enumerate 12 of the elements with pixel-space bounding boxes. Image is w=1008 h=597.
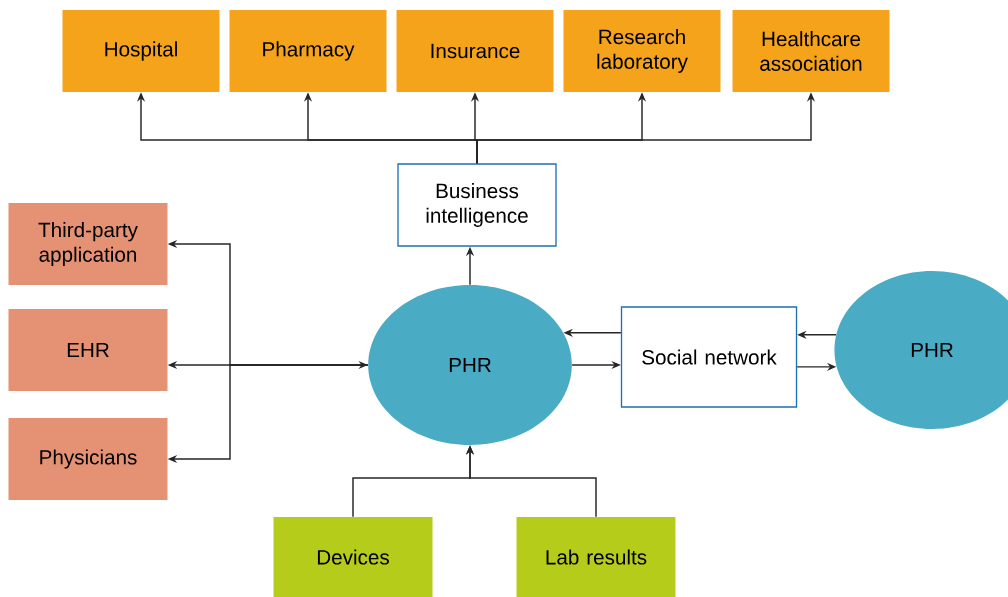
service-box: Third-party application bbox=[8, 203, 168, 285]
service-box: EHR bbox=[8, 309, 168, 391]
data-source-box: Lab results bbox=[516, 517, 676, 597]
stakeholder-box: Research laboratory bbox=[563, 10, 721, 92]
process-box: Social network bbox=[620, 306, 798, 408]
stakeholder-box: Pharmacy bbox=[229, 10, 387, 92]
process-box: Business intelligence bbox=[397, 163, 557, 247]
stakeholder-box: Insurance bbox=[396, 10, 554, 92]
stakeholder-box: Hospital bbox=[62, 10, 220, 92]
service-box: Physicians bbox=[8, 418, 168, 500]
data-source-box: Devices bbox=[273, 517, 433, 597]
stakeholder-box: Healthcare association bbox=[732, 10, 890, 92]
